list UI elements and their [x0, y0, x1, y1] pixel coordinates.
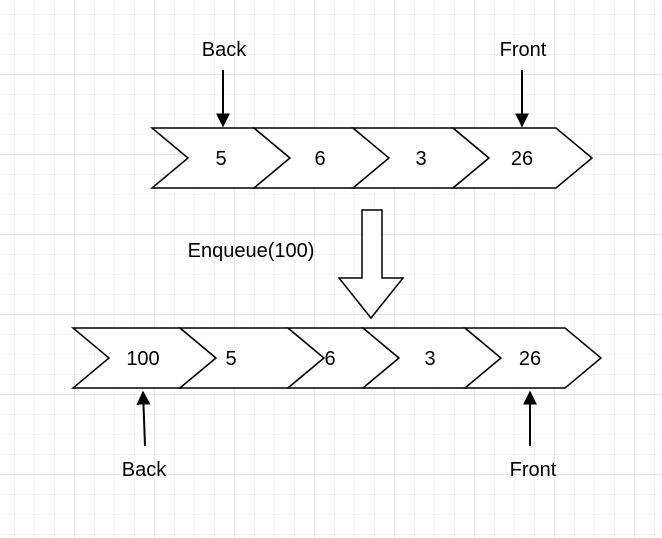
- queue-after: 100 5 6 3 26: [70, 327, 603, 389]
- back-label-before: Back: [202, 39, 247, 61]
- back-label-after: Back: [122, 459, 167, 481]
- queue-before-item-label: 6: [314, 148, 325, 170]
- queue-after-item: 26: [462, 327, 603, 389]
- queue-after-item-label: 3: [424, 348, 435, 370]
- down-arrow-icon: [337, 209, 405, 320]
- queue-before: 5 6 3 26: [149, 127, 594, 189]
- queue-after-item-label: 26: [519, 348, 541, 370]
- back-arrow-after: [136, 390, 151, 447]
- queue-before-item-label: 3: [415, 148, 426, 170]
- queue-before-item: 26: [450, 127, 594, 189]
- front-label-before: Front: [500, 39, 547, 61]
- front-label-after: Front: [510, 459, 557, 481]
- queue-before-item-label: 26: [511, 148, 533, 170]
- queue-before-item-label: 5: [215, 148, 226, 170]
- queue-after-item-label: 100: [126, 348, 159, 370]
- queue-after-item-label: 5: [225, 348, 236, 370]
- queue-after-item-label: 6: [324, 348, 335, 370]
- operation-label: Enqueue(100): [188, 240, 315, 262]
